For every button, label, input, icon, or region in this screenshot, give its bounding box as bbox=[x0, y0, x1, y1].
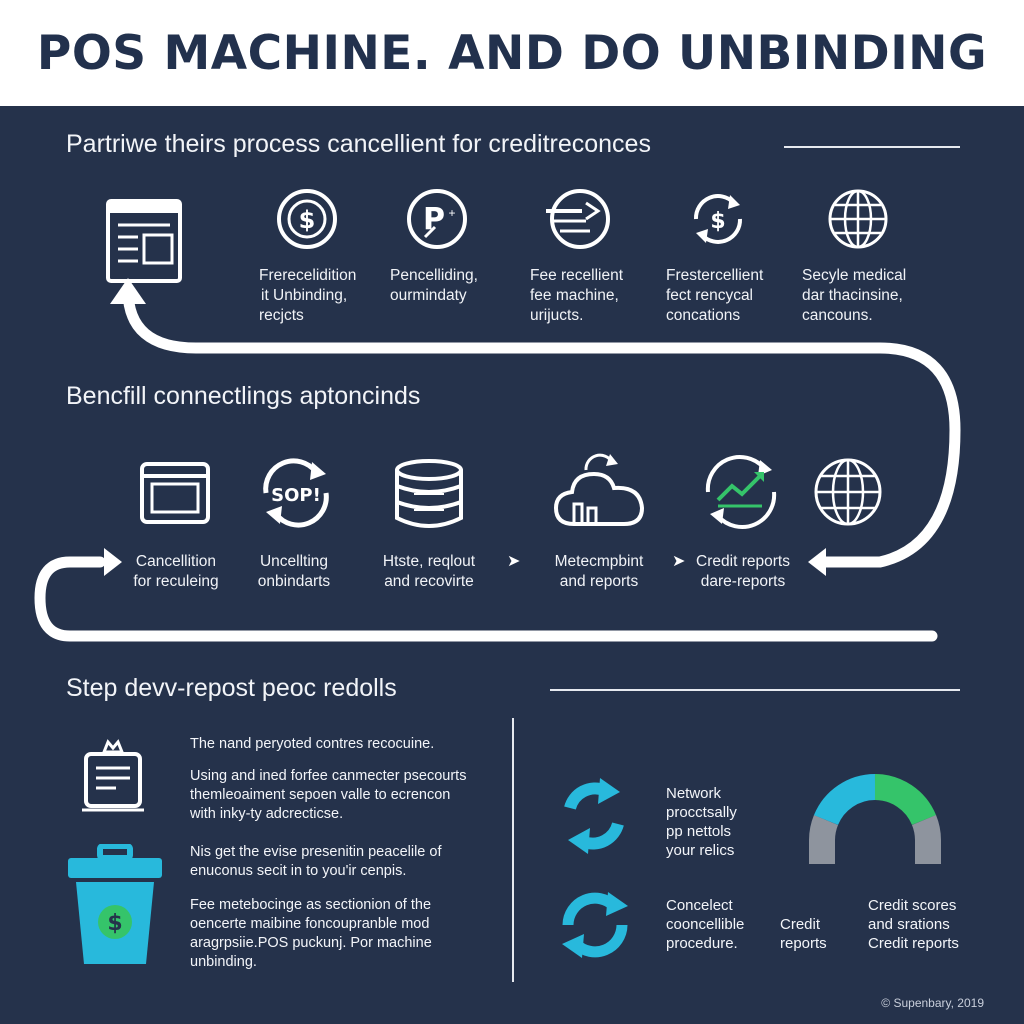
section3-rule bbox=[550, 689, 960, 691]
network-text: Network procctsally pp nettols your reli… bbox=[666, 785, 737, 859]
concelect-text: Concelect cooncellible procedure. bbox=[666, 897, 745, 952]
page-title: POS MACHINE. AND DO UNBINDING bbox=[36, 25, 988, 81]
svg-text:SOP!: SOP! bbox=[271, 485, 321, 506]
globe-icon bbox=[828, 189, 888, 249]
copyright-footer: © Supenbary, 2019 bbox=[881, 996, 984, 1010]
cloud-chart-icon bbox=[553, 453, 645, 526]
dollar-coin-icon: $ bbox=[277, 189, 337, 249]
pos-terminal-icon bbox=[82, 739, 144, 812]
credit-reports-text: Credit reports bbox=[780, 916, 827, 952]
svg-text:+: + bbox=[448, 206, 455, 220]
s1-item4-label: Frestercellient fect rencycal concations bbox=[666, 267, 764, 324]
database-icon bbox=[395, 459, 463, 528]
refresh-circle-icon bbox=[562, 892, 628, 958]
s2-item3-label: Metecmpbint and reports bbox=[554, 553, 644, 590]
svg-text:$: $ bbox=[299, 206, 316, 234]
trash-bin-icon: $ bbox=[68, 844, 162, 964]
header-banner: POS MACHINE. AND DO UNBINDING bbox=[0, 0, 1024, 106]
section1-rule bbox=[784, 146, 960, 148]
credit-scores-text: Credit scores and srations Credit report… bbox=[868, 897, 959, 952]
card-transfer-icon bbox=[546, 189, 610, 249]
section3-divider bbox=[512, 718, 514, 982]
s1-item5-label: Secyle medical dar thacinsine, cancouns. bbox=[802, 267, 907, 324]
s2-item1-label: Uncellting onbindarts bbox=[257, 553, 331, 590]
trend-chart-icon bbox=[705, 455, 777, 529]
section3-paragraph: Using and ined forfee canmecter psecourt… bbox=[190, 768, 467, 822]
p-key-icon: P + bbox=[407, 189, 467, 249]
sop-refresh-icon: SOP! bbox=[263, 458, 329, 528]
section2-title: Bencfill connectlings aptoncinds bbox=[66, 382, 421, 410]
recycle-arrows-icon bbox=[564, 778, 624, 854]
flow-arrow-icon: ➤ bbox=[672, 553, 686, 570]
section3-title: Step devv-repost peoc redolls bbox=[66, 674, 397, 702]
flow-arrow-icon: ➤ bbox=[507, 553, 521, 570]
s2-item4-label: Credit reports dare-reports bbox=[696, 553, 790, 590]
section3-paragraph: Fee metebocinge as sectionion of the oen… bbox=[190, 897, 432, 970]
s1-item2-label: Pencelliding, ourmindaty bbox=[390, 267, 478, 304]
browser-window-icon bbox=[140, 462, 210, 524]
dollar-refresh-icon: $ bbox=[693, 194, 743, 244]
svg-text:P: P bbox=[423, 202, 445, 237]
s2-item0-label: Cancellition for reculeing bbox=[133, 553, 219, 590]
s1-item3-label: Fee recellient fee machine, urijucts. bbox=[530, 267, 624, 324]
s2-item2-label: Htste, reqlout and recovirte bbox=[382, 553, 476, 590]
section3-paragraph: The nand peryoted contres recocuine. bbox=[190, 736, 435, 752]
gauge-chart-icon bbox=[809, 774, 941, 864]
document-icon bbox=[106, 199, 182, 283]
s1-item1-label: Frerecelidition it Unbinding, recjcts bbox=[259, 267, 357, 324]
svg-text:$: $ bbox=[710, 209, 725, 234]
svg-text:$: $ bbox=[107, 911, 122, 936]
section3-paragraph: Nis get the evise presenitin peacelile o… bbox=[190, 844, 442, 879]
globe-icon bbox=[814, 458, 882, 526]
section1-title: Partriwe theirs process cancellient for … bbox=[66, 130, 651, 158]
